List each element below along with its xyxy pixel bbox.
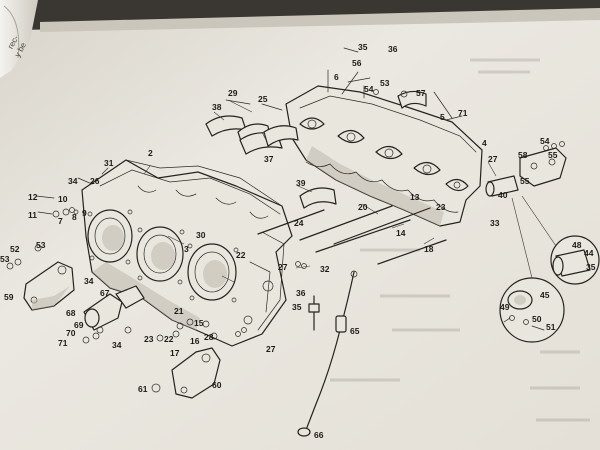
callout-5: 5 (440, 112, 445, 122)
callout-51: 52 (10, 244, 20, 254)
cylinder-bore-1 (87, 209, 133, 263)
tach-drive-fitting (485, 175, 519, 197)
callout-43: 37 (264, 154, 274, 164)
callout-31: 29 (228, 88, 238, 98)
callout-10: 10 (58, 194, 68, 204)
callout-46: 44 (584, 248, 594, 258)
callout-70: 70 (66, 328, 76, 338)
callout-52: 53 (36, 240, 46, 250)
callout-40: 34 (68, 176, 78, 186)
callout-61: 61 (138, 384, 148, 394)
engine-mount-bracket-right (171, 347, 221, 399)
callout-39: 36 (296, 288, 306, 298)
callout-20: 21 (174, 306, 184, 316)
callout-57: 57 (416, 88, 426, 98)
callout-25: 24 (294, 218, 304, 228)
callout-48b: 49 (500, 302, 510, 312)
callout-53a: 53 (380, 78, 390, 88)
callout-3: 3 (184, 244, 189, 254)
callout-53b: 54 (540, 136, 550, 146)
callout-13: 13 (410, 192, 420, 202)
detail-view-lower (499, 277, 565, 343)
callout-19: 20 (358, 202, 368, 212)
callout-2: 2 (148, 148, 153, 158)
callout-7: 7 (58, 216, 63, 226)
oil-dipstick (297, 270, 358, 437)
callout-16: 16 (190, 336, 200, 346)
callout-56: 56 (352, 58, 362, 68)
main-bearing-insert-lower (239, 125, 299, 155)
callout-54b: 55 (548, 150, 558, 160)
callout-36: 34 (84, 276, 94, 286)
front-fittings (83, 285, 145, 331)
callout-12: 12 (28, 192, 38, 202)
callout-34a: 32 (320, 264, 330, 274)
callout-21: 22 (164, 334, 174, 344)
callout-59: 59 (4, 292, 14, 302)
callout-24: 23 (436, 202, 446, 212)
callout-11: 11 (28, 210, 37, 220)
callout-42: 36 (388, 44, 398, 54)
callout-26: 25 (258, 94, 268, 104)
callout-38: 35 (292, 302, 302, 312)
callout-69: 69 (74, 320, 84, 330)
callout-15: 15 (194, 318, 204, 328)
callout-41b: 35 (586, 262, 596, 272)
main-bearing-insert-loose (299, 90, 427, 209)
callout-14: 14 (396, 228, 406, 238)
callout-29: 27 (278, 262, 288, 272)
cylinder-bore-2 (136, 226, 184, 282)
callout-47: 45 (540, 290, 550, 300)
callout-28: 27 (488, 154, 498, 164)
callout-33: 31 (104, 158, 114, 168)
callout-1: 4 (482, 138, 487, 148)
callout-37: 34 (112, 340, 122, 350)
callout-23: 22 (236, 250, 246, 260)
callout-66: 66 (314, 430, 324, 440)
callout-71: 71 (58, 338, 68, 348)
callout-68: 68 (66, 308, 76, 318)
callout-67: 67 (100, 288, 110, 298)
callout-53c: 53 (0, 254, 10, 264)
leader-lines (143, 99, 497, 283)
through-bolts (257, 205, 447, 265)
callout-44b: 39 (296, 178, 306, 188)
callout-34b: 33 (490, 218, 500, 228)
callout-49: 50 (532, 314, 542, 324)
callout-60: 60 (212, 380, 222, 390)
detail-view-upper (511, 195, 600, 285)
callout-22: 23 (144, 334, 154, 344)
callout-41: 35 (358, 42, 368, 52)
callout-65: 65 (350, 326, 360, 336)
callout-55: 55 (520, 176, 530, 186)
callout-6: 6 (334, 72, 339, 82)
callout-17: 17 (170, 348, 180, 358)
callout-58: 58 (518, 150, 528, 160)
callout-labels: 35 36 6 56 53 54 57 29 25 38 37 5 71 4 2… (0, 42, 596, 440)
callout-44a: 38 (212, 102, 222, 112)
callout-4: 71 (458, 108, 468, 118)
callout-30: 28 (204, 332, 214, 342)
crankcase-lower-half (81, 159, 293, 347)
callout-48a: 48 (572, 240, 582, 250)
callout-45: 40 (498, 190, 508, 200)
crankcase-upper-half (285, 69, 483, 227)
cylinder-bore-3 (187, 243, 237, 301)
callout-27a: 26 (90, 176, 100, 186)
callout-50: 51 (546, 322, 556, 332)
callout-27b: 27 (266, 344, 276, 354)
callout-18: 18 (424, 244, 434, 254)
callout-9: 9 (82, 208, 87, 218)
breather-fitting (308, 295, 320, 331)
callout-54a: 54 (364, 84, 374, 94)
callout-32: 30 (196, 230, 206, 240)
callout-8: 8 (72, 212, 77, 222)
engine-mount-bracket-left (23, 261, 75, 311)
